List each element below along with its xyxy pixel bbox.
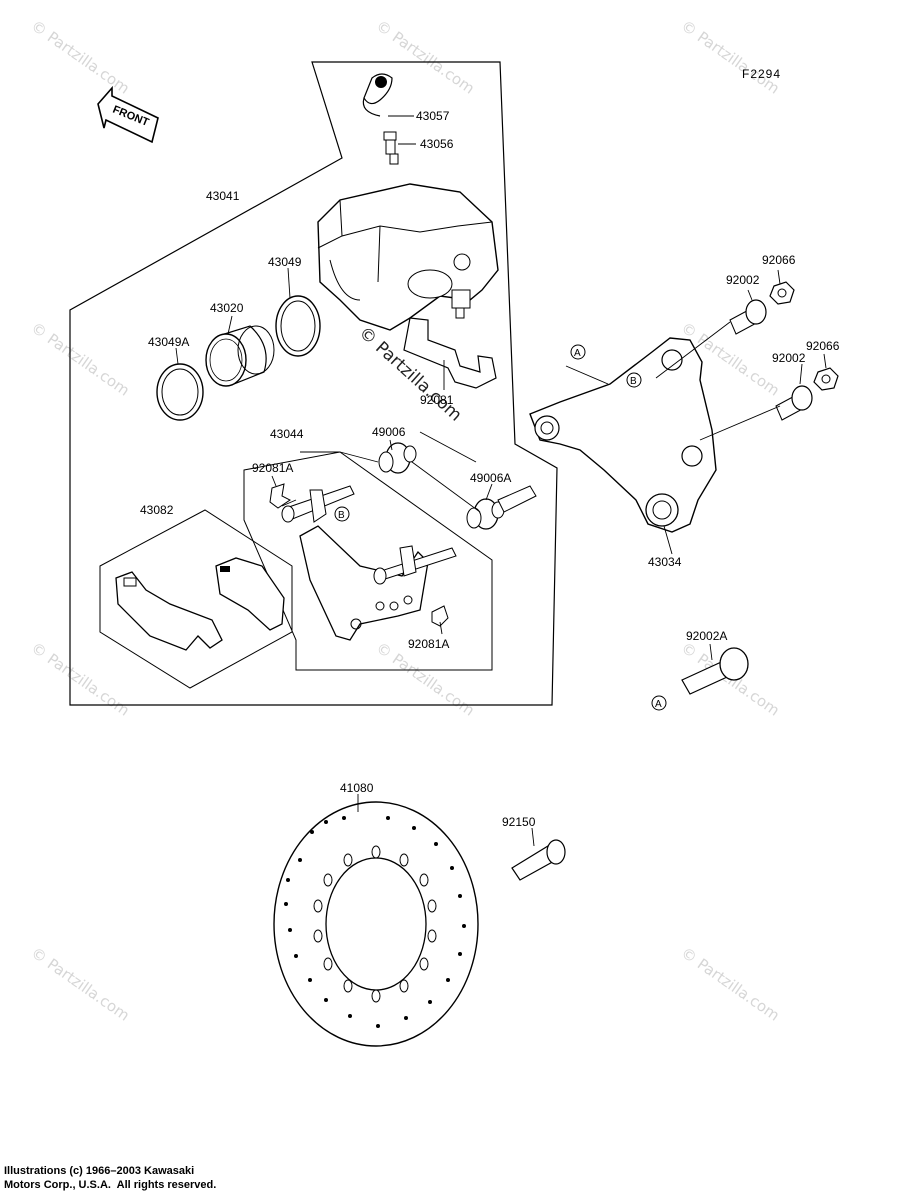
bracket-subset-frame bbox=[243, 451, 493, 671]
svg-text:A: A bbox=[655, 699, 662, 710]
part-label: 92002A bbox=[686, 629, 727, 643]
copyright-line1: Illustrations (c) 1966–2003 Kawasaki bbox=[4, 1165, 195, 1177]
watermark: © Partzilla.com bbox=[28, 17, 133, 98]
part-label: 43049 bbox=[268, 255, 302, 269]
copyright-notice: Illustrations (c) 1966–2003 Kawasaki Mot… bbox=[4, 1164, 216, 1192]
disc-bolt bbox=[511, 839, 566, 881]
part-label: 43041 bbox=[206, 189, 240, 203]
part-label: 43056 bbox=[420, 137, 454, 151]
brake-pads bbox=[115, 557, 285, 651]
torque-bracket bbox=[529, 337, 717, 533]
part-label: 41080 bbox=[340, 781, 374, 795]
watermark: © Partzilla.com bbox=[28, 319, 133, 400]
part-label: 92081 bbox=[420, 393, 454, 407]
nut bbox=[769, 281, 795, 305]
part-label: 43049A bbox=[148, 335, 189, 349]
caliper-body bbox=[317, 183, 499, 331]
watermark: © Partzilla.com bbox=[28, 944, 133, 1025]
ref-marker-b: B bbox=[334, 506, 350, 522]
watermark: © Partzilla.com bbox=[678, 944, 783, 1025]
part-labels: 43057 43056 43041 43049 43020 43049A 920… bbox=[140, 109, 840, 829]
part-label: 92066 bbox=[762, 253, 796, 267]
bleed-cap bbox=[362, 73, 393, 117]
caliper-assembly-frame bbox=[69, 61, 558, 706]
bolt bbox=[775, 385, 813, 421]
anti-rattle-spring bbox=[403, 317, 497, 389]
pad-clip bbox=[431, 605, 449, 627]
pin-boot-a bbox=[466, 485, 537, 530]
svg-text:B: B bbox=[630, 376, 637, 387]
part-label: 43082 bbox=[140, 503, 174, 517]
svg-text:B: B bbox=[338, 510, 345, 521]
ref-marker-a: A bbox=[651, 695, 667, 711]
part-label: 92081A bbox=[252, 461, 293, 475]
bleeder-valve bbox=[383, 131, 399, 165]
figure-code: F2294 bbox=[742, 67, 781, 81]
pad-clip bbox=[269, 483, 291, 509]
piston-seal bbox=[275, 295, 321, 357]
nut bbox=[813, 367, 839, 391]
front-arrow-icon: FRONT bbox=[97, 85, 159, 144]
leader-lines bbox=[175, 115, 827, 847]
copyright-line2: Motors Corp., U.S.A. All rights reserved… bbox=[4, 1179, 217, 1191]
watermark: © Partzilla.com bbox=[678, 17, 783, 98]
ref-marker-b: B bbox=[626, 372, 642, 388]
caliper-holder bbox=[281, 485, 457, 641]
part-label: 43057 bbox=[416, 109, 450, 123]
part-label: 92081A bbox=[408, 637, 449, 651]
ref-marker-a: A bbox=[570, 344, 586, 360]
part-label: 92002 bbox=[772, 351, 806, 365]
svg-text:A: A bbox=[574, 348, 581, 359]
part-label: 92002 bbox=[726, 273, 760, 287]
part-label: 49006A bbox=[470, 471, 511, 485]
part-label: 92150 bbox=[502, 815, 536, 829]
part-label: 43034 bbox=[648, 555, 682, 569]
caliper-piston bbox=[205, 325, 275, 387]
part-label: 43044 bbox=[270, 427, 304, 441]
watermark: © Partzilla.com bbox=[28, 639, 133, 720]
pin-boot bbox=[378, 442, 417, 474]
bolt-a bbox=[681, 647, 749, 695]
dust-seal bbox=[156, 363, 204, 421]
brake-disc bbox=[273, 801, 479, 1047]
part-label: 43020 bbox=[210, 301, 244, 315]
part-label: 49006 bbox=[372, 425, 406, 439]
bolt bbox=[729, 299, 767, 335]
part-label: 92066 bbox=[806, 339, 840, 353]
